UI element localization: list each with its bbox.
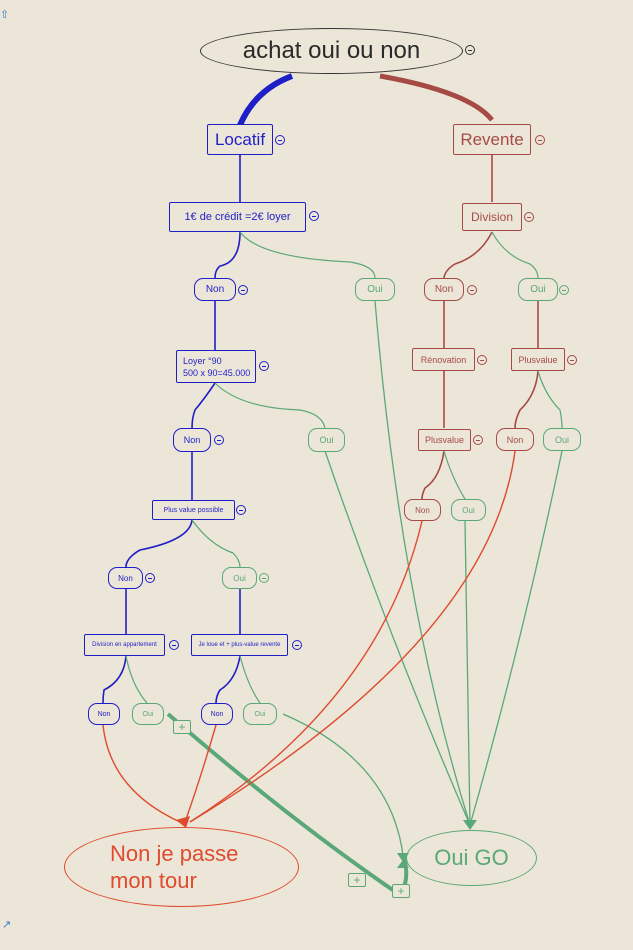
node-oui-go[interactable]: Oui GO — [406, 830, 537, 886]
collapse-icon-root[interactable] — [465, 45, 475, 55]
node-oui-division-label: Oui — [530, 284, 546, 295]
collapse-icon-loyer[interactable] — [259, 361, 269, 371]
node-division-appartement[interactable]: Division en appartement — [84, 634, 165, 656]
node-oui-appartement[interactable]: Oui — [132, 703, 164, 725]
collapse-icon-revente[interactable] — [535, 135, 545, 145]
node-plusvalue-renovation-label: Plusvalue — [424, 435, 465, 445]
collapse-icon-plus-value-possible[interactable] — [236, 505, 246, 515]
node-non-renovation-label: Non — [415, 505, 430, 515]
expand-icon-2[interactable]: + — [348, 873, 366, 887]
collapse-icon-credit[interactable] — [309, 211, 319, 221]
node-non-final[interactable]: Non je passe mon tour — [64, 827, 299, 907]
node-renovation-label: Rénovation — [420, 354, 467, 365]
node-credit-label: 1€ de crédit =2€ loyer — [184, 211, 291, 223]
node-locatif[interactable]: Locatif — [207, 124, 273, 155]
node-plusvalue-renovation[interactable]: Plusvalue — [418, 429, 471, 451]
node-plus-value-possible[interactable]: Plus value possible — [152, 500, 235, 520]
collapse-icon-division[interactable] — [524, 212, 534, 222]
collapse-icon-non-credit[interactable] — [238, 285, 248, 295]
node-revente-label: Revente — [460, 129, 524, 149]
expand-icon-1[interactable]: + — [173, 720, 191, 734]
arrow-icon[interactable]: ↗ — [2, 919, 12, 931]
node-division[interactable]: Division — [462, 203, 522, 231]
node-plus-value-possible-label: Plus value possible — [163, 506, 224, 514]
node-oui-division[interactable]: Oui — [518, 278, 558, 301]
node-oui-je-loue[interactable]: Oui — [243, 703, 277, 725]
root-node[interactable]: achat oui ou non — [200, 28, 463, 74]
node-non-plusvalue-label: Non — [506, 434, 524, 445]
node-non-plusvalue[interactable]: Non — [496, 428, 534, 451]
collapse-icon-locatif[interactable] — [275, 135, 285, 145]
collapse-icon-division-appartement[interactable] — [169, 640, 179, 650]
node-non-je-loue[interactable]: Non — [201, 703, 233, 725]
node-non-credit-label: Non — [205, 284, 225, 295]
node-oui-plusvalue[interactable]: Oui — [543, 428, 581, 451]
node-non-loyer-label: Non — [183, 435, 201, 445]
node-non-possible-label: Non — [118, 573, 133, 583]
node-oui-je-loue-label: Oui — [254, 710, 266, 718]
node-non-credit[interactable]: Non — [194, 278, 236, 301]
node-plusvalue-division-label: Plusvalue — [518, 354, 558, 365]
node-non-division[interactable]: Non — [424, 278, 464, 301]
node-loyer[interactable]: Loyer °90 500 x 90=45.000 — [176, 350, 256, 383]
collapse-icon-oui-possible[interactable] — [259, 573, 269, 583]
node-division-label: Division — [470, 210, 513, 224]
node-loyer-line2: 500 x 90=45.000 — [183, 367, 251, 378]
node-je-loue-label: Je loue et + plus-value revente — [198, 642, 281, 648]
node-locatif-label: Locatif — [214, 129, 266, 149]
node-oui-go-label: Oui GO — [434, 845, 509, 870]
node-non-renovation[interactable]: Non — [404, 499, 441, 521]
node-non-division-label: Non — [434, 284, 454, 295]
collapse-icon-non-division[interactable] — [467, 285, 477, 295]
collapse-icon-plusvalue-renovation[interactable] — [473, 435, 483, 445]
sync-icon[interactable]: ⇧ — [0, 9, 10, 21]
node-non-je-loue-label: Non — [210, 710, 224, 718]
node-oui-appartement-label: Oui — [142, 710, 154, 718]
node-oui-credit[interactable]: Oui — [355, 278, 395, 301]
node-oui-renovation-label: Oui — [462, 505, 475, 515]
node-renovation[interactable]: Rénovation — [412, 348, 475, 371]
collapse-icon-renovation[interactable] — [477, 355, 487, 365]
node-oui-loyer[interactable]: Oui — [308, 428, 345, 452]
node-non-final-line2: mon tour — [110, 868, 197, 893]
node-oui-plusvalue-label: Oui — [554, 434, 569, 445]
plus-symbol-1: + — [178, 720, 186, 734]
expand-icon-3[interactable]: + — [392, 884, 410, 898]
node-division-appartement-label: Division en appartement — [92, 642, 157, 648]
plus-symbol-2: + — [353, 873, 361, 887]
node-plusvalue-division[interactable]: Plusvalue — [511, 348, 565, 371]
node-non-appartement-label: Non — [97, 710, 111, 718]
node-oui-renovation[interactable]: Oui — [451, 499, 486, 521]
node-je-loue[interactable]: Je loue et + plus-value revente — [191, 634, 288, 656]
collapse-icon-plusvalue-division[interactable] — [567, 355, 577, 365]
node-oui-credit-label: Oui — [367, 284, 383, 295]
node-non-possible[interactable]: Non — [108, 567, 143, 589]
root-label: achat oui ou non — [242, 37, 421, 64]
collapse-icon-je-loue[interactable] — [292, 640, 302, 650]
node-non-appartement[interactable]: Non — [88, 703, 120, 725]
node-non-final-line1: Non je passe — [110, 841, 239, 866]
node-oui-loyer-label: Oui — [319, 435, 334, 445]
node-oui-possible-label: Oui — [233, 573, 246, 583]
node-credit[interactable]: 1€ de crédit =2€ loyer — [169, 202, 306, 232]
collapse-icon-oui-division[interactable] — [559, 285, 569, 295]
node-oui-possible[interactable]: Oui — [222, 567, 257, 589]
node-loyer-line1: Loyer °90 — [183, 355, 222, 366]
node-revente[interactable]: Revente — [453, 124, 531, 155]
collapse-icon-non-possible[interactable] — [145, 573, 155, 583]
plus-symbol-3: + — [397, 884, 405, 898]
node-non-loyer[interactable]: Non — [173, 428, 211, 452]
collapse-icon-non-loyer[interactable] — [214, 435, 224, 445]
